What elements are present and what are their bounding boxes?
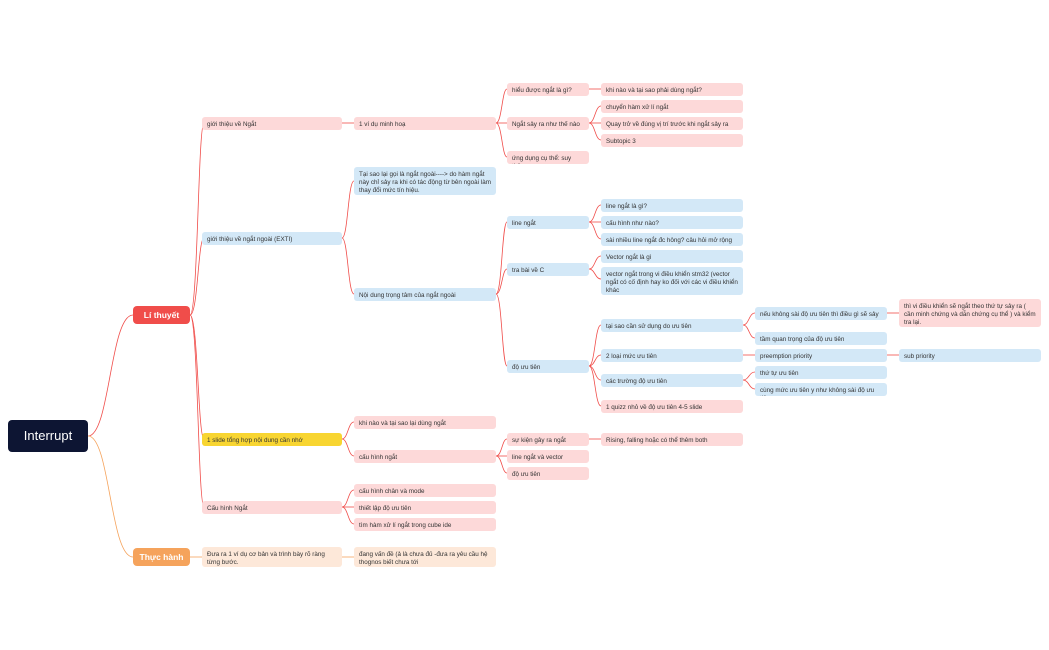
node-khi-nao-tai-sao[interactable]: khi nào và tại sao phải dùng ngắt? (601, 83, 743, 96)
node-cau-hinh-nhu-nao[interactable]: cấu hình như nào? (601, 216, 743, 229)
node-cac-truong[interactable]: các trường độ ưu tiên (601, 374, 743, 387)
node-cung-muc[interactable]: cùng mức ưu tiên y như không sài độ ưu t… (755, 383, 887, 396)
node-do-uu-tien-2[interactable]: độ ưu tiên (507, 467, 589, 480)
root-node[interactable]: Interrupt (8, 420, 88, 452)
node-slide-tong-hop[interactable]: 1 slide tổng hợp nội dung cần nhớ (202, 433, 342, 446)
node-vector-stm32[interactable]: vector ngắt trong vi điều khiển stm32 (v… (601, 267, 743, 295)
node-dang-van-de[interactable]: đang vấn đề (ả là chưa đủ -đưa ra yêu cầ… (354, 547, 496, 567)
node-preemption[interactable]: preemption priority (755, 349, 887, 362)
node-tai-sao-ngat-ngoai[interactable]: Tại sao lại gọi là ngắt ngoài----> do hà… (354, 167, 496, 195)
branch-li-thuyet[interactable]: Lí thuyết (133, 306, 190, 324)
node-rising-falling[interactable]: Rising, falling hoặc có thể thêm both (601, 433, 743, 446)
node-su-kien-gay-ngat[interactable]: sự kiện gây ra ngắt (507, 433, 589, 446)
node-thi-vi-dieu-khien[interactable]: thì vi điều khiển sẽ ngắt theo thứ tự sả… (899, 299, 1041, 327)
node-cau-hinh-ngat-2[interactable]: cấu hình ngắt (354, 450, 496, 463)
node-vi-du-minh-hoa[interactable]: 1 ví dụ minh hoạ (354, 117, 496, 130)
node-ung-dung[interactable]: ứng dụng cụ thể: suy thêm (507, 151, 589, 164)
node-gioi-thieu-exti[interactable]: giới thiệu về ngắt ngoài (EXTI) (202, 232, 342, 245)
node-tam-quan-trong[interactable]: tầm quan trọng của độ ưu tiên (755, 332, 887, 345)
node-tra-bai-c[interactable]: tra bài về C (507, 263, 589, 276)
node-dua-ra-vi-du[interactable]: Đưa ra 1 ví dụ cơ bản và trình bày rõ rà… (202, 547, 342, 567)
branch-thuc-hanh[interactable]: Thực hành (133, 548, 190, 566)
node-cau-hinh-ngat[interactable]: Cấu hình Ngắt (202, 501, 342, 514)
node-cau-hinh-chan[interactable]: cấu hình chân và mode (354, 484, 496, 497)
node-tim-ham-xu-li[interactable]: tìm hàm xử lí ngắt trong cube ide (354, 518, 496, 531)
node-thu-tu-uu-tien[interactable]: thứ tự ưu tiên (755, 366, 887, 379)
node-noi-dung-trong-tam[interactable]: Nội dung trọng tâm của ngắt ngoài (354, 288, 496, 301)
node-neu-khong-sai[interactable]: nếu không sài độ ưu tiên thì điều gì sẽ … (755, 307, 887, 320)
node-chuyen-ham[interactable]: chuyển hàm xử lí ngắt (601, 100, 743, 113)
node-line-va-vector[interactable]: line ngắt và vector (507, 450, 589, 463)
node-do-uu-tien[interactable]: độ ưu tiên (507, 360, 589, 373)
node-quizz[interactable]: 1 quizz nhỏ về độ ưu tiên 4-5 slide (601, 400, 743, 413)
node-tai-sao-uu-tien[interactable]: tại sao cần sử dụng do ưu tiên (601, 319, 743, 332)
node-vector-ngat[interactable]: Vector ngắt là gì (601, 250, 743, 263)
node-khi-nao-dung-ngat[interactable]: khi nào và tại sao lại dùng ngắt (354, 416, 496, 429)
node-hieu-ngat[interactable]: hiểu được ngắt là gì? (507, 83, 589, 96)
node-gioi-thieu-ngat[interactable]: giới thiệu về Ngắt (202, 117, 342, 130)
node-line-ngat[interactable]: line ngắt (507, 216, 589, 229)
node-2-loai-muc[interactable]: 2 loại mức ưu tiên (601, 349, 743, 362)
node-sub-priority[interactable]: sub priority (899, 349, 1041, 362)
node-line-ngat-la-gi[interactable]: line ngắt là gì? (601, 199, 743, 212)
node-ngat-say-ra[interactable]: Ngắt sảy ra như thế nào (507, 117, 589, 130)
node-quay-tro-ve[interactable]: Quay trở về đúng vị trí trước khi ngắt s… (601, 117, 743, 130)
node-thiet-lap-uu-tien[interactable]: thiết lập độ ưu tiên (354, 501, 496, 514)
node-sai-nhieu-line[interactable]: sài nhiều line ngắt đc hông? câu hỏi mở … (601, 233, 743, 246)
node-subtopic-3[interactable]: Subtopic 3 (601, 134, 743, 147)
